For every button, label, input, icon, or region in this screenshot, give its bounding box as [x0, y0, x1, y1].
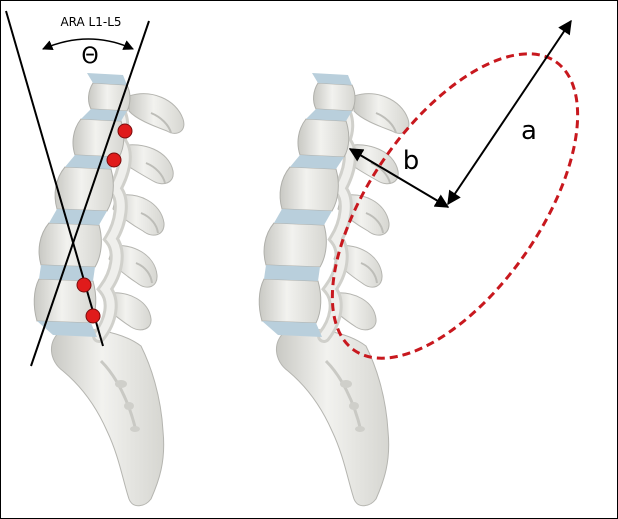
angle-arc-arrow	[42, 38, 134, 51]
landmark-marker-l1-lower	[106, 152, 122, 168]
semi-minor-axis-arrow	[348, 148, 450, 208]
angle-label: ARA L1-L5	[60, 15, 121, 29]
landmark-marker-l1-upper	[117, 123, 133, 139]
lumbar-tangent-line	[30, 20, 150, 367]
angle-symbol: Θ	[81, 44, 98, 69]
semi-minor-axis-label: b	[403, 146, 420, 176]
landmark-marker-l5-lower	[85, 308, 101, 324]
semi-major-axis-label: a	[521, 116, 537, 146]
right-spine-illustration	[259, 73, 409, 506]
landmark-marker-l5-upper	[76, 277, 92, 293]
semi-major-axis-arrow	[447, 19, 572, 206]
